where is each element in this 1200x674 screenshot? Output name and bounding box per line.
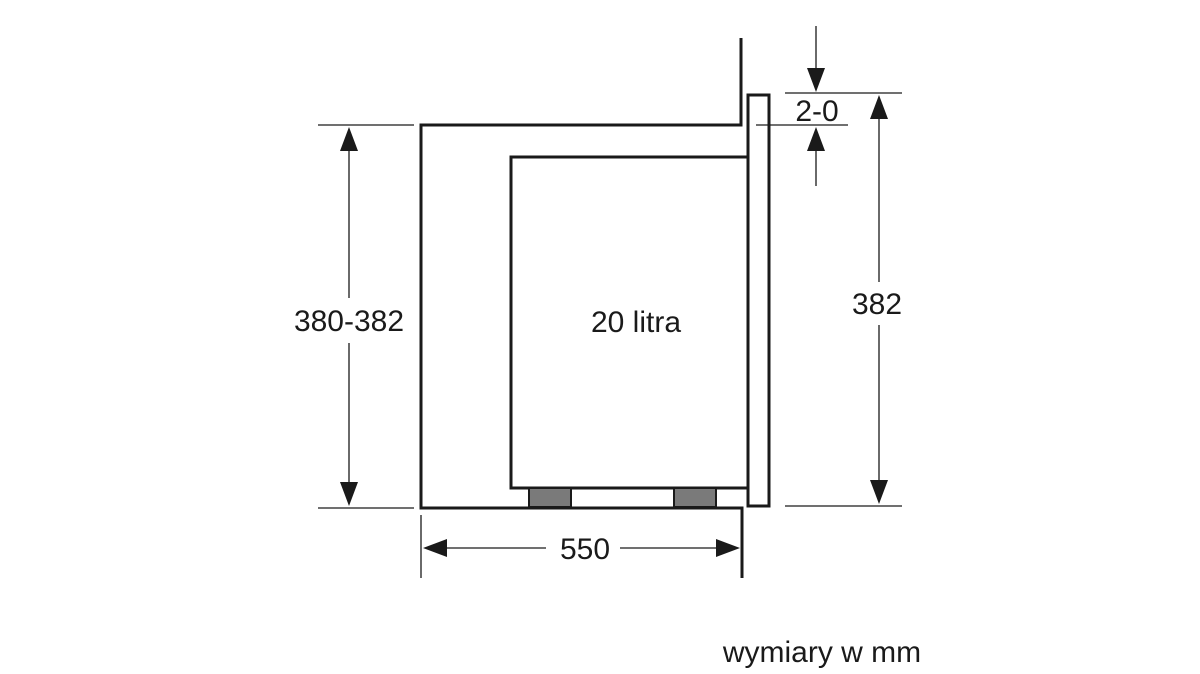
capacity-label: 20 litra: [591, 306, 681, 339]
gap-label: 2-0: [795, 95, 838, 128]
depth-label: 550: [560, 533, 610, 566]
appliance: [509, 93, 771, 508]
appliance-feet: [528, 487, 717, 508]
height-cabinet-label: 380-382: [294, 305, 404, 338]
dimension-height-device: [870, 95, 888, 504]
dimension-gap: [807, 26, 825, 186]
cabinet-outline: [419, 38, 744, 578]
units-caption: wymiary w mm: [722, 636, 921, 669]
dimension-depth: [423, 539, 740, 557]
extension-lines: [318, 92, 902, 578]
appliance-front-panel: [746, 93, 771, 508]
dimension-height-cabinet: [340, 127, 358, 506]
appliance-body: [509, 155, 748, 490]
cabinet-niche: [419, 38, 744, 578]
foot-right: [673, 487, 717, 508]
height-device-label: 382: [852, 288, 902, 321]
foot-left: [528, 487, 572, 508]
